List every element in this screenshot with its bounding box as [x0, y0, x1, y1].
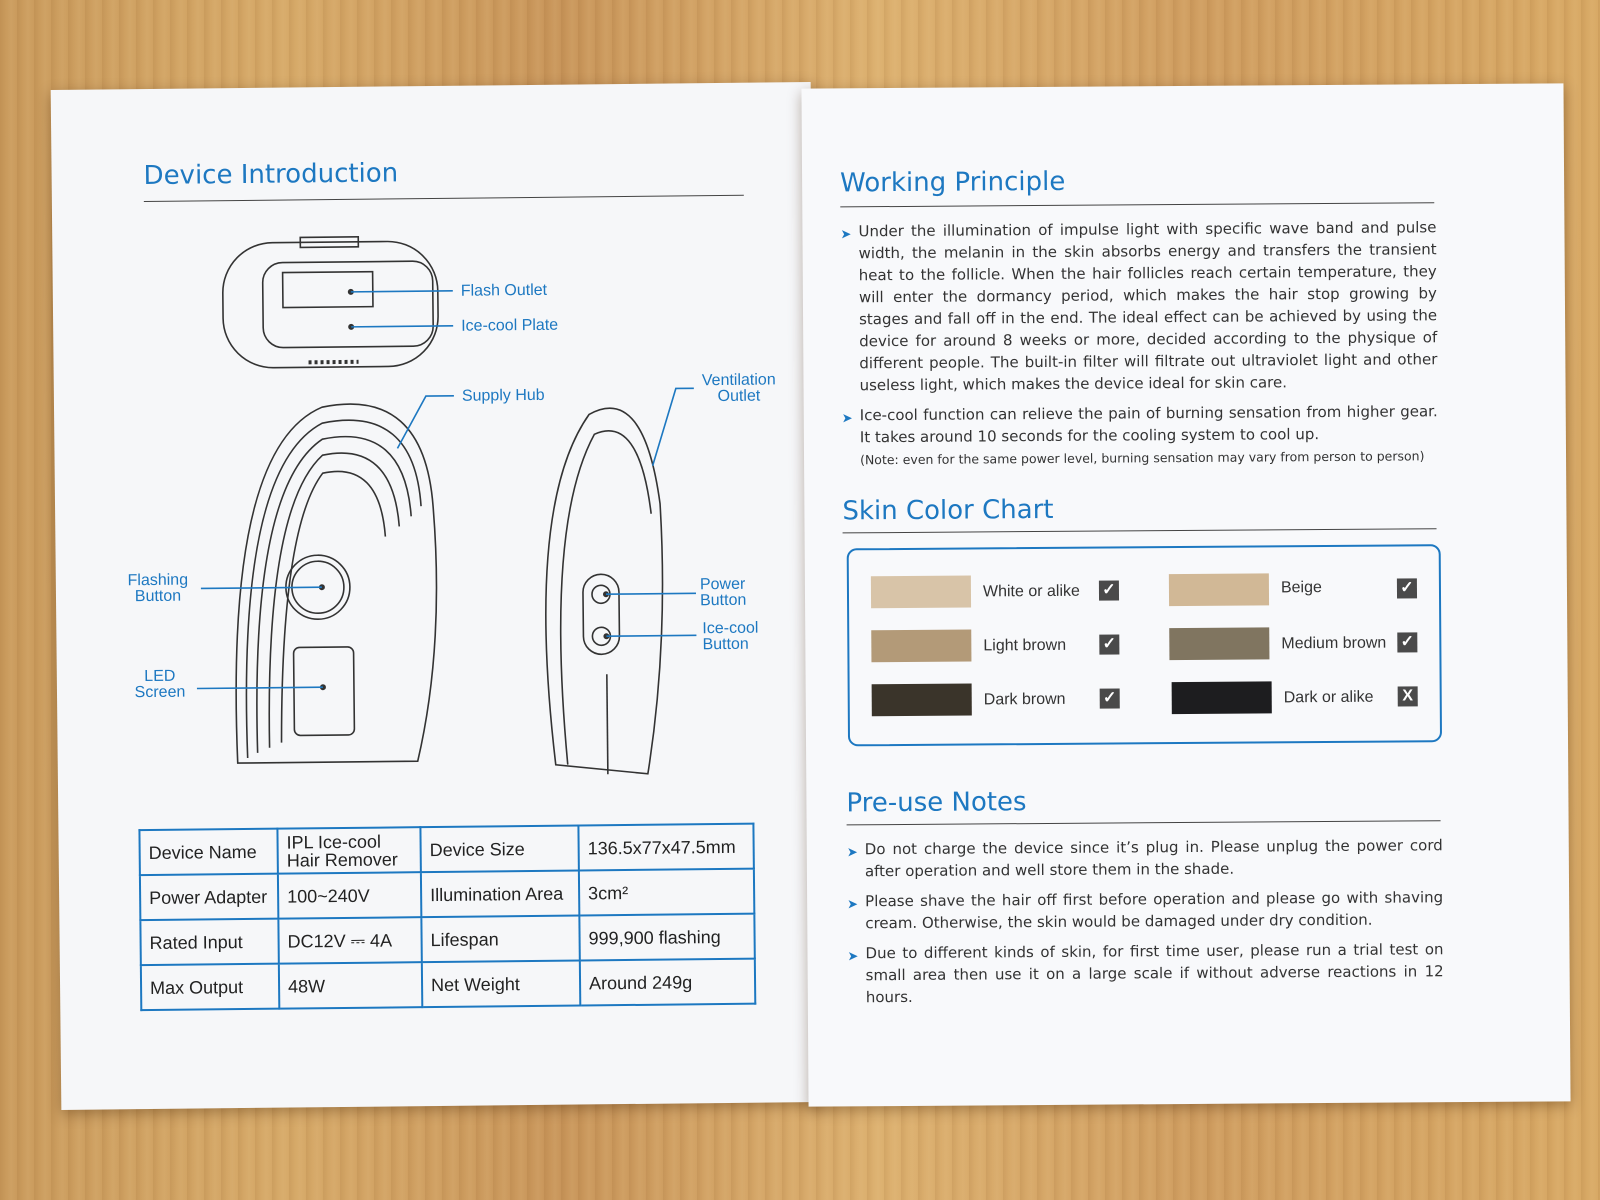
check-icon: ✓: [1099, 634, 1120, 655]
swatch-dark: [1171, 681, 1272, 715]
skin-type-label: Dark brown: [983, 690, 1066, 709]
bullet-arrow-icon: ➤: [840, 226, 852, 242]
power-button-label: Power Button: [699, 575, 747, 610]
bullet-arrow-icon: ➤: [847, 896, 859, 912]
spec-cell: Lifespan: [421, 915, 580, 963]
pre-use-note-2: Please shave the hair off first before o…: [865, 888, 1444, 933]
swatch-light-brown: [871, 629, 972, 663]
spec-cell: Device Name: [139, 828, 278, 876]
spec-cell: Illumination Area: [420, 870, 580, 918]
working-principle-heading: Working Principle: [840, 166, 1066, 199]
swatch-beige: [1168, 573, 1270, 607]
swatch-dark-brown: [871, 683, 972, 717]
bullet-arrow-icon: ➤: [841, 410, 853, 426]
device-top-view: [222, 240, 439, 369]
skin-color-chart-heading: Skin Color Chart: [842, 494, 1054, 527]
spec-cell: 999,900 flashing: [579, 913, 755, 961]
cross-icon: X: [1397, 686, 1418, 707]
pre-use-note-3: Due to different kinds of skin, for firs…: [865, 940, 1444, 1007]
spec-cell: Net Weight: [421, 960, 581, 1008]
bullet-arrow-icon: ➤: [847, 948, 859, 964]
check-icon: ✓: [1396, 578, 1418, 599]
device-side-view: [545, 407, 664, 775]
pre-use-notes-heading: Pre-use Notes: [846, 787, 1027, 819]
spec-cell: Max Output: [140, 963, 280, 1011]
spec-table: Device Name IPL Ice-cool Hair Remover De…: [138, 822, 757, 1012]
spec-cell: 3cm²: [578, 868, 755, 916]
heading-rule: [846, 820, 1441, 826]
spec-cell: 136.5x77x47.5mm: [578, 823, 754, 871]
check-icon: ✓: [1098, 580, 1120, 601]
ice-cool-paragraph: Ice-cool function can relieve the pain o…: [859, 402, 1438, 447]
spec-cell: Power Adapter: [139, 873, 279, 921]
left-page: Device Introduction: [50, 82, 822, 1110]
bullet-arrow-icon: ➤: [846, 844, 858, 860]
skin-type-label: Light brown: [983, 636, 1067, 655]
ventilation-outlet-label: Ventilation Outlet: [701, 371, 776, 406]
working-principle-paragraph: Under the illumination of impulse light …: [858, 218, 1438, 395]
spec-cell: Rated Input: [140, 918, 279, 966]
check-icon: ✓: [1397, 632, 1418, 653]
flash-outlet-label: Flash Outlet: [460, 281, 548, 300]
swatch-white: [870, 575, 972, 609]
skin-type-label: Medium brown: [1281, 634, 1387, 653]
skin-type-label: White or alike: [982, 582, 1080, 601]
supply-hub-label: Supply Hub: [461, 386, 545, 405]
heading-rule: [842, 528, 1437, 534]
device-front-view: [235, 403, 438, 764]
spec-cell: Around 249g: [579, 958, 756, 1006]
skin-type-label: Beige: [1280, 579, 1322, 597]
table-row: Device Name IPL Ice-cool Hair Remover De…: [139, 823, 754, 876]
spec-cell: Device Size: [420, 825, 579, 873]
led-screen-label: LED Screen: [134, 667, 186, 702]
check-icon: ✓: [1099, 688, 1120, 709]
table-row: Rated Input DC12V ⎓ 4A Lifespan 999,900 …: [140, 913, 755, 966]
flashing-button-label: Flashing Button: [127, 571, 189, 606]
ice-cool-plate-label: Ice-cool Plate: [461, 316, 559, 335]
table-row: Power Adapter 100~240V Illumination Area…: [139, 868, 755, 921]
table-row: Max Output 48W Net Weight Around 249g: [140, 958, 756, 1011]
swatch-medium-brown: [1169, 627, 1270, 661]
pre-use-note-1: Do not charge the device since it’s plug…: [864, 836, 1443, 881]
spec-cell: 100~240V: [277, 872, 422, 919]
ice-cool-button-label: Ice-cool Button: [702, 619, 759, 654]
skin-color-chart: White or alike ✓ Beige ✓ Light brown ✓ M…: [846, 544, 1443, 747]
spec-cell: IPL Ice-cool Hair Remover: [277, 827, 421, 874]
device-drawing: [196, 235, 697, 775]
spec-cell: 48W: [278, 962, 423, 1009]
skin-type-label: Dark or alike: [1283, 688, 1374, 707]
note-text: (Note: even for the same power level, bu…: [859, 448, 1425, 468]
right-page: Working Principle ➤ Under the illuminati…: [801, 83, 1571, 1107]
spec-cell: DC12V ⎓ 4A: [278, 917, 422, 964]
heading-rule: [840, 202, 1435, 208]
